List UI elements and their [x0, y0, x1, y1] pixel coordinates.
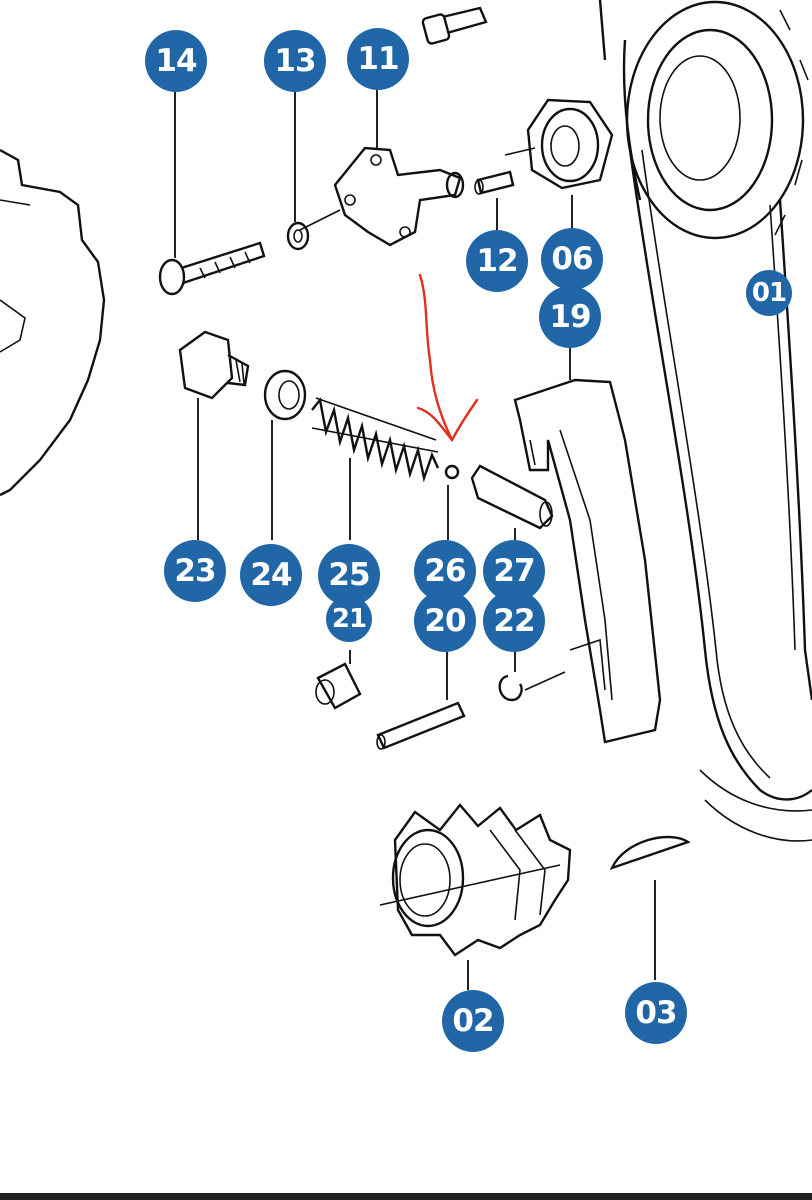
leader-lines — [174, 88, 656, 990]
spring-25 — [311, 397, 440, 483]
callout-03: 03 — [625, 982, 687, 1044]
piston-27 — [470, 464, 554, 530]
callout-01: 01 — [746, 270, 792, 316]
tensioner-bracket-11 — [299, 146, 465, 247]
callout-12: 12 — [466, 230, 528, 292]
callout-13: 13 — [264, 30, 326, 92]
bushing-21 — [315, 662, 362, 710]
sealing-ring-24 — [263, 369, 307, 421]
top-bolt — [421, 6, 488, 45]
red-arrow-annotation — [416, 273, 479, 443]
callout-27: 27 — [483, 540, 545, 602]
callout-11: 11 — [347, 28, 409, 90]
callout-26: 26 — [414, 540, 476, 602]
circlip-22 — [498, 671, 566, 702]
ball-26 — [444, 464, 460, 480]
callout-24: 24 — [240, 544, 302, 606]
callout-02: 02 — [442, 990, 504, 1052]
callout-25: 25 — [318, 544, 380, 606]
callout-23: 23 — [164, 540, 226, 602]
bolt-14 — [158, 241, 266, 296]
bottom-bar — [0, 1193, 812, 1200]
woodruff-key-03 — [609, 835, 691, 871]
timing-chain — [628, 149, 812, 842]
pivot-pin-20 — [376, 701, 466, 750]
camshaft-sprocket — [598, 0, 809, 240]
callout-14: 14 — [145, 30, 207, 92]
callout-19: 19 — [539, 286, 601, 348]
washer-13 — [286, 221, 310, 251]
screw-plug-23 — [178, 330, 250, 400]
tensioner-rail-19 — [513, 378, 662, 744]
dowel-pin-12 — [474, 170, 515, 195]
crankshaft-sprocket-02 — [379, 803, 572, 957]
nut-06 — [504, 98, 614, 190]
callout-06: 06 — [541, 228, 603, 290]
engine-cover-outline — [0, 148, 106, 497]
